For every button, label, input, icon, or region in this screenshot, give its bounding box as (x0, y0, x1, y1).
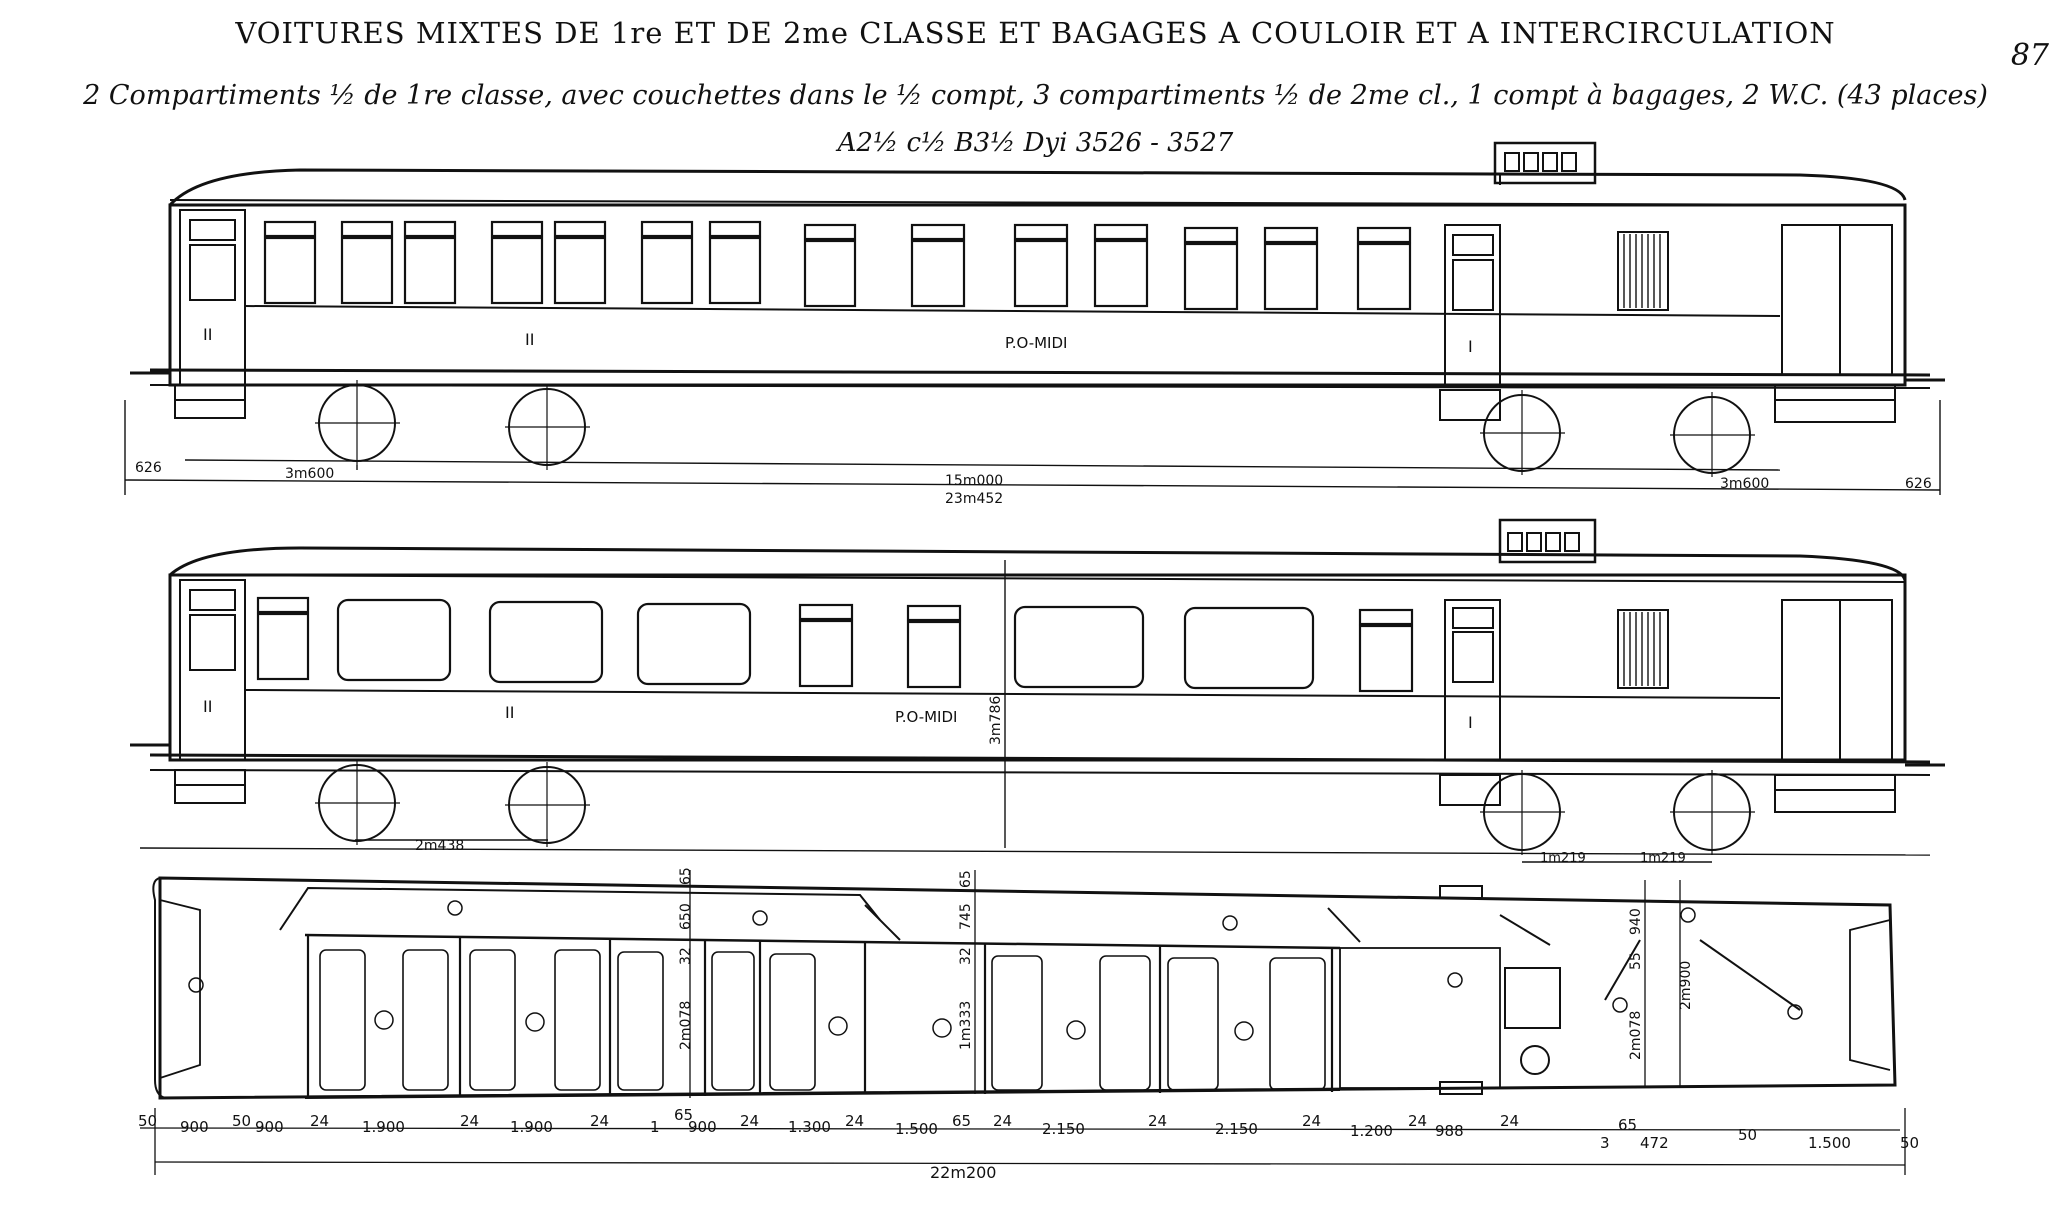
dim: 2m078 (678, 1001, 694, 1050)
dim: 24 (460, 1112, 479, 1130)
dim: 24 (740, 1112, 759, 1130)
dim: 650 (678, 903, 694, 930)
dim: 65 (1618, 1116, 1637, 1134)
dim: 24 (590, 1112, 609, 1130)
dim: 65 (958, 870, 974, 888)
dim: 2m078 (1628, 1011, 1644, 1060)
side-view-bottom: II II I P.O-MIDI 3m786 2m438 1m219 1m219 (130, 518, 1945, 866)
dim: 2.150 (1042, 1120, 1085, 1138)
dim: 1.500 (1808, 1134, 1851, 1152)
dim-axle-spacing: 2m438 (415, 838, 464, 854)
side-view-top: II II I P.O-MIDI 626 3m600 15m000 23m452… (124, 141, 1945, 507)
dim: 1.200 (1350, 1122, 1393, 1140)
dim: 1 (650, 1118, 660, 1136)
dim: 3 (1600, 1134, 1610, 1152)
dim: 32 (678, 947, 694, 965)
operator-lettering: P.O-MIDI (1005, 334, 1067, 352)
dim-wheelbase-left: 3m600 (285, 466, 334, 482)
dim-height: 3m786 (988, 696, 1004, 745)
page-number: 87 (2010, 38, 2049, 73)
class-mark: II (505, 703, 514, 722)
operator-lettering: P.O-MIDI (895, 708, 957, 726)
dim: 472 (1640, 1134, 1669, 1152)
vehicle-code: A2½ c½ B3½ Dyi 3526 - 3527 (837, 128, 1234, 158)
plan-bottom-dims: 50 900 50 900 24 1.900 24 1.900 24 1 65 … (138, 1106, 1919, 1152)
drawing-subtitle: 2 Compartiments ½ de 1re classe, avec co… (83, 80, 1988, 111)
dim: 1.300 (788, 1118, 831, 1136)
class-mark: I (1468, 337, 1473, 356)
dim: 900 (255, 1118, 284, 1136)
dim: 24 (310, 1112, 329, 1130)
dim: 65 (674, 1106, 693, 1124)
dim: 988 (1435, 1122, 1464, 1140)
dim: 50 (1738, 1126, 1757, 1144)
dim: 24 (1148, 1112, 1167, 1130)
dim: 50 (1900, 1134, 1919, 1152)
dim-wheelbase-right: 3m600 (1720, 476, 1769, 492)
dim: 900 (180, 1118, 209, 1136)
dim: 50 (232, 1112, 251, 1130)
dim-overhang-left: 626 (135, 460, 162, 476)
dim: 55 (1628, 952, 1644, 970)
dim: 50 (138, 1112, 157, 1130)
dim-wheel-left: 1m219 (1540, 851, 1586, 866)
class-mark: II (203, 697, 212, 716)
dim: 940 (1628, 908, 1644, 935)
class-mark: II (525, 330, 534, 349)
dim: 24 (1302, 1112, 1321, 1130)
dim: 2m900 (1678, 961, 1694, 1010)
dim-total-length: 22m200 (930, 1163, 996, 1182)
dim: 24 (845, 1112, 864, 1130)
dim-overhang-right: 626 (1905, 476, 1932, 492)
dim-bogie-centres: 15m000 (945, 473, 1003, 489)
dim: 24 (1408, 1112, 1427, 1130)
dim: 745 (958, 903, 974, 930)
dim: 1.900 (362, 1118, 405, 1136)
dim: 65 (678, 867, 694, 885)
plan-view: 50 900 50 900 24 1.900 24 1.900 24 1 65 … (138, 867, 1919, 1182)
dim: 32 (958, 947, 974, 965)
drawing-title: VOITURES MIXTES DE 1re ET DE 2me CLASSE … (235, 16, 1836, 50)
dim: 1m333 (958, 1001, 974, 1050)
dim: 24 (993, 1112, 1012, 1130)
class-mark: I (1468, 713, 1473, 732)
dim-length-over-buffers: 23m452 (945, 491, 1003, 507)
dim: 1.500 (895, 1120, 938, 1138)
dim: 900 (688, 1118, 717, 1136)
dim: 24 (1500, 1112, 1519, 1130)
dim: 2.150 (1215, 1120, 1258, 1138)
dim: 65 (952, 1112, 971, 1130)
dim: 1.900 (510, 1118, 553, 1136)
dim-wheel-right: 1m219 (1640, 851, 1686, 866)
plan-vertical-dims: 650 65 32 2m078 745 65 32 1m333 940 55 2… (678, 867, 1694, 1060)
class-mark: II (203, 325, 212, 344)
